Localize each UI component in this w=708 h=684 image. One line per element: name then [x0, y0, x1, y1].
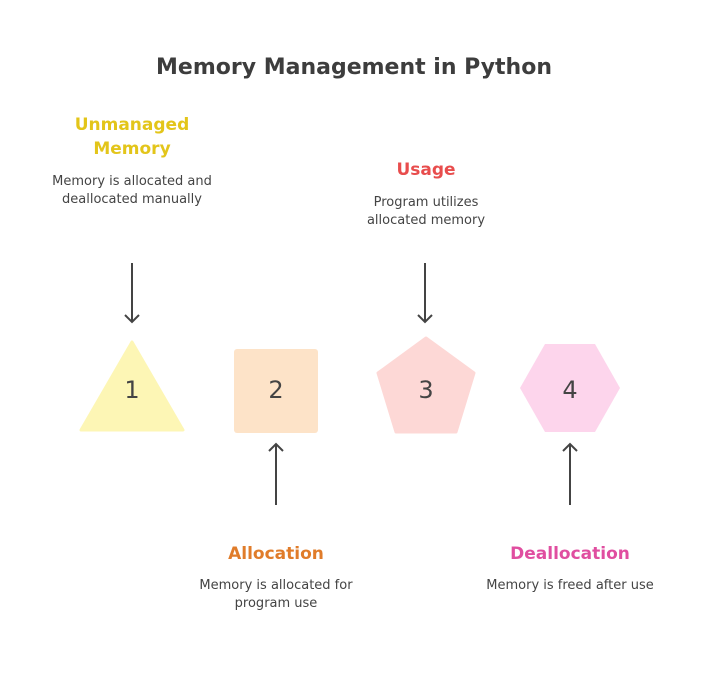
arrow-down-3 [417, 263, 433, 324]
arrow-down-1 [124, 263, 140, 324]
triangle-shape-1 [79, 340, 185, 432]
step-3-heading: Usage [396, 160, 456, 180]
pentagon-shape-3 [376, 336, 476, 434]
step-2-description: Memory is allocated for program use [199, 578, 353, 611]
step-3-description: Program utilizes allocated memory [366, 195, 486, 228]
step-1-number: 1 [124, 376, 140, 404]
hexagon-shape-4 [520, 344, 620, 432]
diagram-title: Memory Management in Python [156, 55, 552, 80]
arrow-up-2 [268, 442, 284, 505]
step-1-heading: Unmanaged Memory [74, 115, 190, 159]
square-shape-2 [234, 349, 318, 433]
step-4-description: Memory is freed after use [486, 578, 654, 593]
step-2-number: 2 [268, 376, 284, 404]
step-3-number: 3 [418, 376, 434, 404]
step-1-description: Memory is allocated and deallocated manu… [52, 174, 212, 207]
arrow-up-4 [562, 442, 578, 505]
step-2-heading: Allocation [228, 544, 324, 564]
step-4-number: 4 [562, 376, 578, 404]
step-4-heading: Deallocation [510, 544, 630, 564]
